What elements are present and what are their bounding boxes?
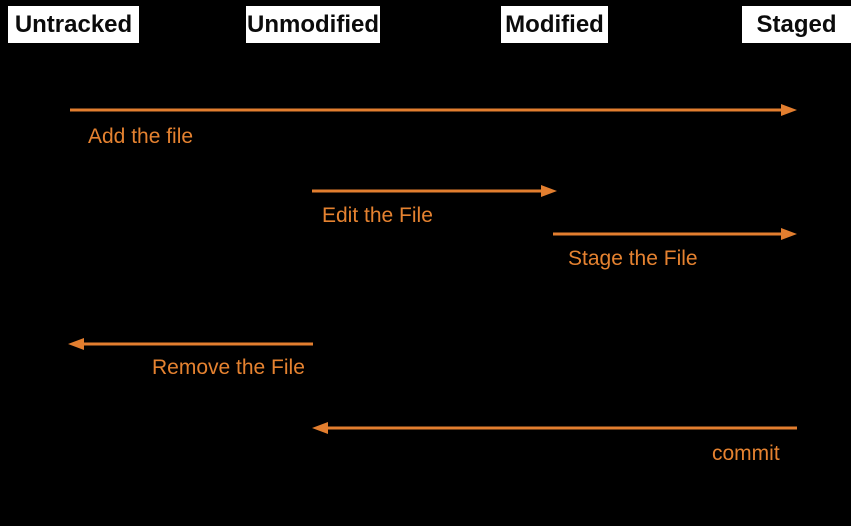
arrow-add-the-file xyxy=(70,104,797,116)
state-label-modified: Modified xyxy=(505,10,604,38)
state-box-modified: Modified xyxy=(501,6,608,43)
state-label-unmodified: Unmodified xyxy=(247,10,379,38)
arrow-label-remove-the-file: Remove the File xyxy=(152,356,305,379)
state-box-staged: Staged xyxy=(742,6,851,43)
arrow-label-commit: commit xyxy=(712,442,780,465)
arrow-label-add-the-file: Add the file xyxy=(88,125,194,148)
state-label-untracked: Untracked xyxy=(14,10,133,38)
arrow-edit-the-file xyxy=(312,185,557,197)
arrow-stage-the-file xyxy=(553,228,797,240)
state-box-untracked: Untracked xyxy=(8,6,139,43)
arrow-remove-the-file xyxy=(68,338,313,350)
state-label-staged: Staged xyxy=(756,10,837,38)
arrow-label-stage-the-file: Stage the File xyxy=(568,247,698,270)
arrow-commit xyxy=(312,422,797,434)
arrow-label-edit-the-file: Edit the File xyxy=(322,204,433,227)
state-box-unmodified: Unmodified xyxy=(246,6,380,43)
